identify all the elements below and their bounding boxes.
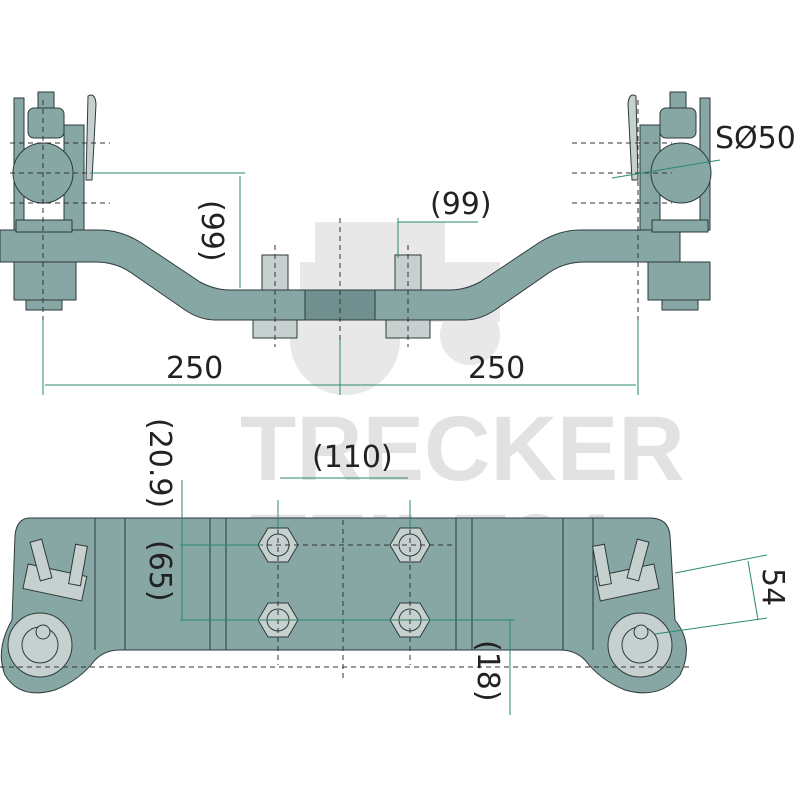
dim-edge-offset: (20.9) (142, 418, 177, 508)
ball-size-label: SØ50 (715, 121, 796, 156)
coupling-left-bottom (7, 538, 88, 678)
top-view: (99) (99) SØ50 250 250 (0, 91, 796, 395)
dim-lower-offset: (18) (470, 640, 505, 702)
dim-pin-spacing: 54 (755, 568, 790, 606)
bottom-view: (110) (20.9) (65) (18) 54 (0, 418, 790, 715)
coupling-right-bottom (592, 538, 673, 678)
watermark-line1: TRECKER (240, 398, 685, 500)
dim-bolt-row-spacing: (65) (142, 540, 177, 602)
base-plate (0, 517, 687, 694)
ball-coupling-left (12, 91, 97, 311)
dimension-lines-bottom (180, 477, 768, 715)
dimension-lines-top (42, 159, 721, 395)
dim-span-left: 250 (166, 351, 223, 386)
dim-height-left: (99) (194, 200, 229, 262)
ball-coupling-right (627, 91, 712, 311)
dim-span-right: 250 (468, 351, 525, 386)
dim-offset-right: (99) (430, 187, 492, 222)
dim-bolt-spacing: (110) (312, 440, 393, 475)
